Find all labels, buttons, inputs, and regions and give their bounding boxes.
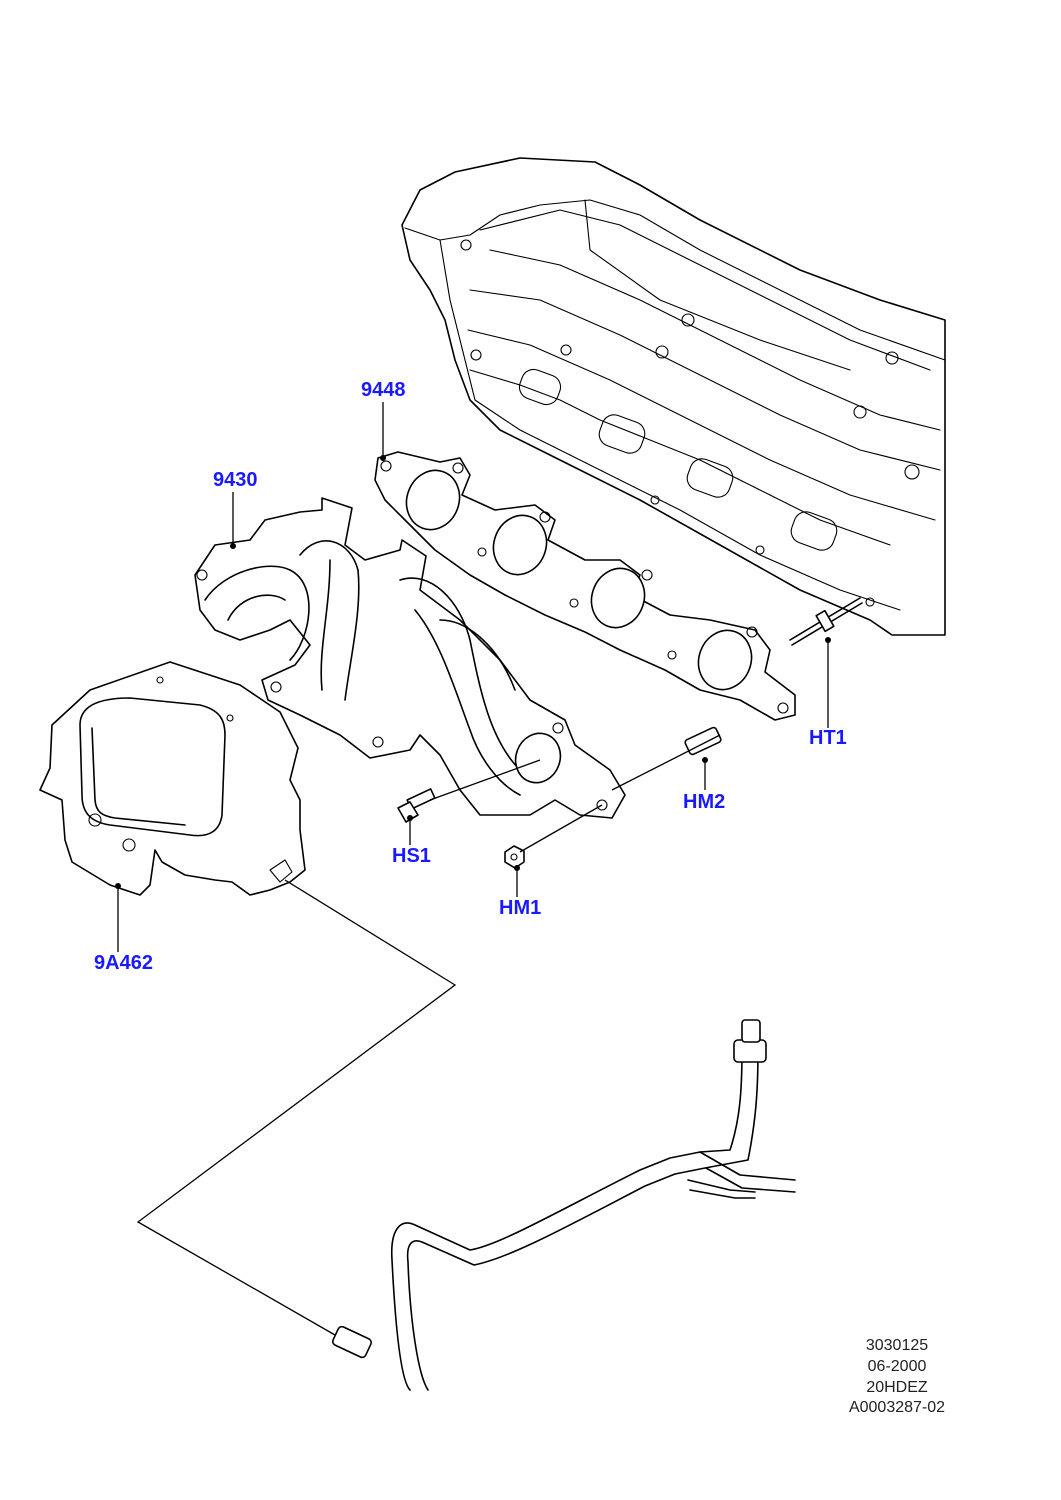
reference-line-3: 20HDEZ bbox=[866, 1379, 928, 1396]
callout-9430: 9430 bbox=[213, 469, 258, 491]
manifold-gasket-illustration bbox=[374, 451, 796, 721]
nut-hm1-illustration bbox=[504, 845, 525, 869]
reference-line-4: A0003287-02 bbox=[848, 1399, 946, 1416]
reference-line-1: 3030125 bbox=[865, 1337, 929, 1354]
callout-9a462: 9A462 bbox=[94, 952, 153, 974]
stud-ht1-illustration bbox=[789, 597, 863, 646]
callout-hm2: HM2 bbox=[683, 791, 726, 813]
heat-shield-illustration bbox=[39, 661, 306, 896]
cylinder-head-illustration bbox=[401, 157, 946, 636]
callout-hs1: HS1 bbox=[392, 845, 431, 867]
callout-ht1: HT1 bbox=[809, 727, 847, 749]
callout-hm1: HM1 bbox=[499, 897, 542, 919]
bolt-hs1-illustration bbox=[397, 788, 436, 823]
exhaust-manifold-illustration bbox=[194, 497, 626, 819]
stud-hm2-illustration bbox=[684, 726, 722, 756]
sensor-tube-illustration bbox=[331, 1019, 796, 1391]
reference-line-2: 06-2000 bbox=[867, 1358, 927, 1375]
callout-9448: 9448 bbox=[361, 379, 406, 401]
leader-lines bbox=[115, 402, 831, 1336]
